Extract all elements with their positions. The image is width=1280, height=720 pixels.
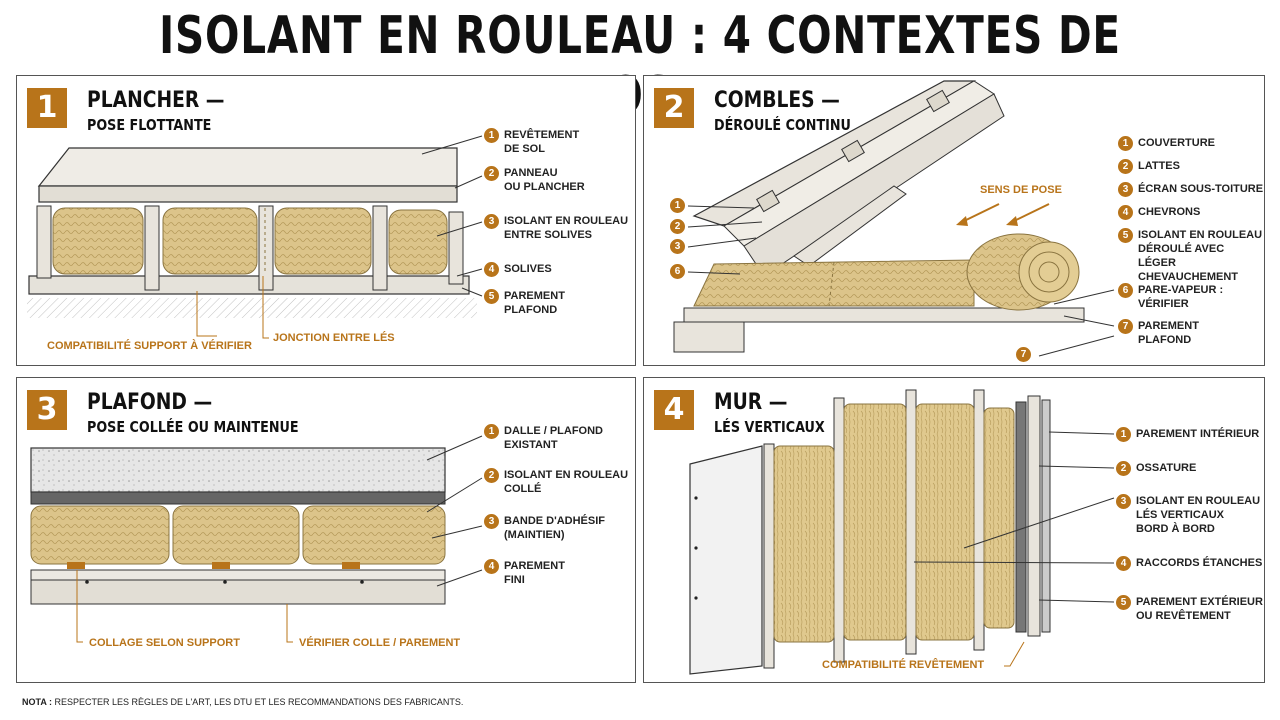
callout-label: PAREMENT PLAFOND (504, 290, 565, 316)
callout-label: COUVERTURE (1138, 137, 1216, 149)
panel-subtitle: POSE COLLÉE OU MAINTENUE (87, 418, 299, 436)
panel-number-badge: 4 (654, 390, 694, 430)
callout-number: 3 (1118, 182, 1133, 197)
marker-2: 2 (670, 219, 685, 234)
callout-label: ISOLANT EN ROULEAU DÉROULÉ AVEC LÉGER CH… (1138, 229, 1263, 283)
marker-7: 7 (1016, 347, 1031, 362)
callout-number: 2 (484, 468, 499, 483)
panel-plancher: 1 PLANCHER — POSE FLOTTANTE (16, 75, 636, 366)
callout-bande-adhesif: 3 BANDE D'ADHÉSIF (MAINTIEN) (484, 514, 606, 542)
panel-subtitle: DÉROULÉ CONTINU (714, 116, 851, 134)
callout-label: SOLIVES (504, 263, 552, 275)
callout-label: PAREMENT INTÉRIEUR (1136, 428, 1260, 440)
panel-mur: 4 MUR — LÉS VERTICAUX (643, 377, 1265, 683)
callout-panneau: 2 PANNEAU OU PLANCHER (484, 166, 585, 194)
callout-number: 1 (484, 128, 499, 143)
callout-number: 5 (1116, 595, 1131, 610)
callout-number: 2 (484, 166, 499, 181)
callout-parement-plafond: 7 PAREMENT PLAFOND (1118, 319, 1199, 347)
callout-isolant-colle: 2 ISOLANT EN ROULEAU COLLÉ (484, 468, 629, 496)
callout-label: BANDE D'ADHÉSIF (MAINTIEN) (504, 515, 606, 541)
wall-section-illustration (689, 389, 1115, 675)
panel-title: COMBLES — (714, 88, 840, 113)
callout-label: ÉCRAN SOUS-TOITURE (1138, 183, 1264, 195)
note-sens-de-pose: SENS DE POSE (980, 184, 1062, 196)
callout-label: PAREMENT EXTÉRIEUR OU REVÊTEMENT (1136, 596, 1263, 622)
callout-isolant-deroule: 5 ISOLANT EN ROULEAU DÉROULÉ AVEC LÉGER … (1118, 228, 1264, 284)
marker-6: 6 (670, 264, 685, 279)
callout-ecran-sous-toiture: 3 ÉCRAN SOUS-TOITURE (1118, 182, 1264, 197)
marker-3: 3 (670, 239, 685, 254)
callout-ossature: 2 OSSATURE (1116, 461, 1197, 476)
callout-number: 3 (484, 214, 499, 229)
callout-number: 4 (484, 559, 499, 574)
callout-number: 3 (484, 514, 499, 529)
footer-label: NOTA : (22, 697, 52, 707)
callout-isolant: 3 ISOLANT EN ROULEAU ENTRE SOLIVES (484, 214, 629, 242)
callout-pare-vapeur: 6 PARE-VAPEUR : VÉRIFIER (1118, 283, 1224, 311)
callout-solives: 4 SOLIVES (484, 262, 552, 277)
panel-number-badge: 1 (27, 88, 67, 128)
callout-label: DALLE / PLAFOND EXISTANT (504, 425, 603, 451)
callout-number: 5 (484, 289, 499, 304)
callout-label: PAREMENT PLAFOND (1138, 320, 1199, 346)
callout-parement-exterieur: 5 PAREMENT EXTÉRIEUR OU REVÊTEMENT (1116, 595, 1263, 623)
callout-number: 4 (1118, 205, 1133, 220)
callout-label: PANNEAU OU PLANCHER (504, 167, 585, 193)
callout-number: 5 (1118, 228, 1133, 243)
callout-number: 4 (1116, 556, 1131, 571)
callout-label: REVÊTEMENT DE SOL (504, 129, 580, 155)
note-collage-support: COLLAGE SELON SUPPORT (89, 637, 240, 649)
callout-label: PAREMENT FINI (504, 560, 565, 586)
callout-label: PARE-VAPEUR : VÉRIFIER (1138, 284, 1224, 310)
callout-label: ISOLANT EN ROULEAU ENTRE SOLIVES (504, 215, 629, 241)
note-verifier-colle: VÉRIFIER COLLE / PAREMENT (299, 637, 461, 649)
footer-note: NOTA : RESPECTER LES RÈGLES DE L'ART, LE… (22, 697, 463, 707)
callout-dalle: 1 DALLE / PLAFOND EXISTANT (484, 424, 603, 452)
callout-number: 4 (484, 262, 499, 277)
panel-number-badge: 2 (654, 88, 694, 128)
callout-revetement-sol: 1 REVÊTEMENT DE SOL (484, 128, 580, 156)
panel-subtitle: LÉS VERTICAUX (714, 418, 825, 436)
panel-title: PLAFOND — (87, 390, 213, 415)
callout-number: 1 (1118, 136, 1133, 151)
panel-combles: 2 COMBLES — DÉROULÉ CONTINU (643, 75, 1265, 366)
callout-raccords-etanches: 4 RACCORDS ÉTANCHES (1116, 556, 1263, 571)
attic-section-illustration (673, 80, 1115, 357)
floor-section-illustration (27, 135, 483, 339)
callout-number: 3 (1116, 494, 1131, 509)
callout-parement-fini: 4 PAREMENT FINI (484, 559, 565, 587)
callout-isolant-verticaux: 3 ISOLANT EN ROULEAU LÉS VERTICAUX BORD … (1116, 494, 1261, 536)
callout-label: OSSATURE (1136, 462, 1197, 474)
callout-number: 1 (1116, 427, 1131, 442)
callout-label: ISOLANT EN ROULEAU COLLÉ (504, 469, 629, 495)
callout-number: 2 (1118, 159, 1133, 174)
callout-lattes: 2 LATTES (1118, 159, 1180, 174)
callout-parement-plafond: 5 PAREMENT PLAFOND (484, 289, 565, 317)
callout-label: RACCORDS ÉTANCHES (1136, 557, 1263, 569)
callout-number: 6 (1118, 283, 1133, 298)
panel-plafond: 3 PLAFOND — POSE COLLÉE OU MAINTENUE (16, 377, 636, 683)
panel-subtitle: POSE FLOTTANTE (87, 116, 212, 134)
callout-chevrons: 4 CHEVRONS (1118, 205, 1201, 220)
panel-number-badge: 3 (27, 390, 67, 430)
callout-label: CHEVRONS (1138, 206, 1201, 218)
callout-label: ISOLANT EN ROULEAU LÉS VERTICAUX BORD À … (1136, 495, 1261, 535)
callout-number: 1 (484, 424, 499, 439)
panel-title: MUR — (714, 390, 788, 415)
note-compatibilite-support: COMPATIBILITÉ SUPPORT À VÉRIFIER (47, 340, 252, 352)
ceiling-section-illustration (30, 435, 483, 643)
note-jonction-les: JONCTION ENTRE LÉS (273, 332, 395, 344)
note-compatibilite-revetement: COMPATIBILITÉ REVÊTEMENT (822, 659, 985, 671)
footer-text: RESPECTER LES RÈGLES DE L'ART, LES DTU E… (54, 697, 464, 707)
callout-number: 2 (1116, 461, 1131, 476)
callout-parement-interieur: 1 PAREMENT INTÉRIEUR (1116, 427, 1260, 442)
callout-label: LATTES (1138, 160, 1180, 172)
callout-number: 7 (1118, 319, 1133, 334)
marker-1: 1 (670, 198, 685, 213)
callout-couverture: 1 COUVERTURE (1118, 136, 1216, 151)
panel-title: PLANCHER — (87, 88, 225, 113)
